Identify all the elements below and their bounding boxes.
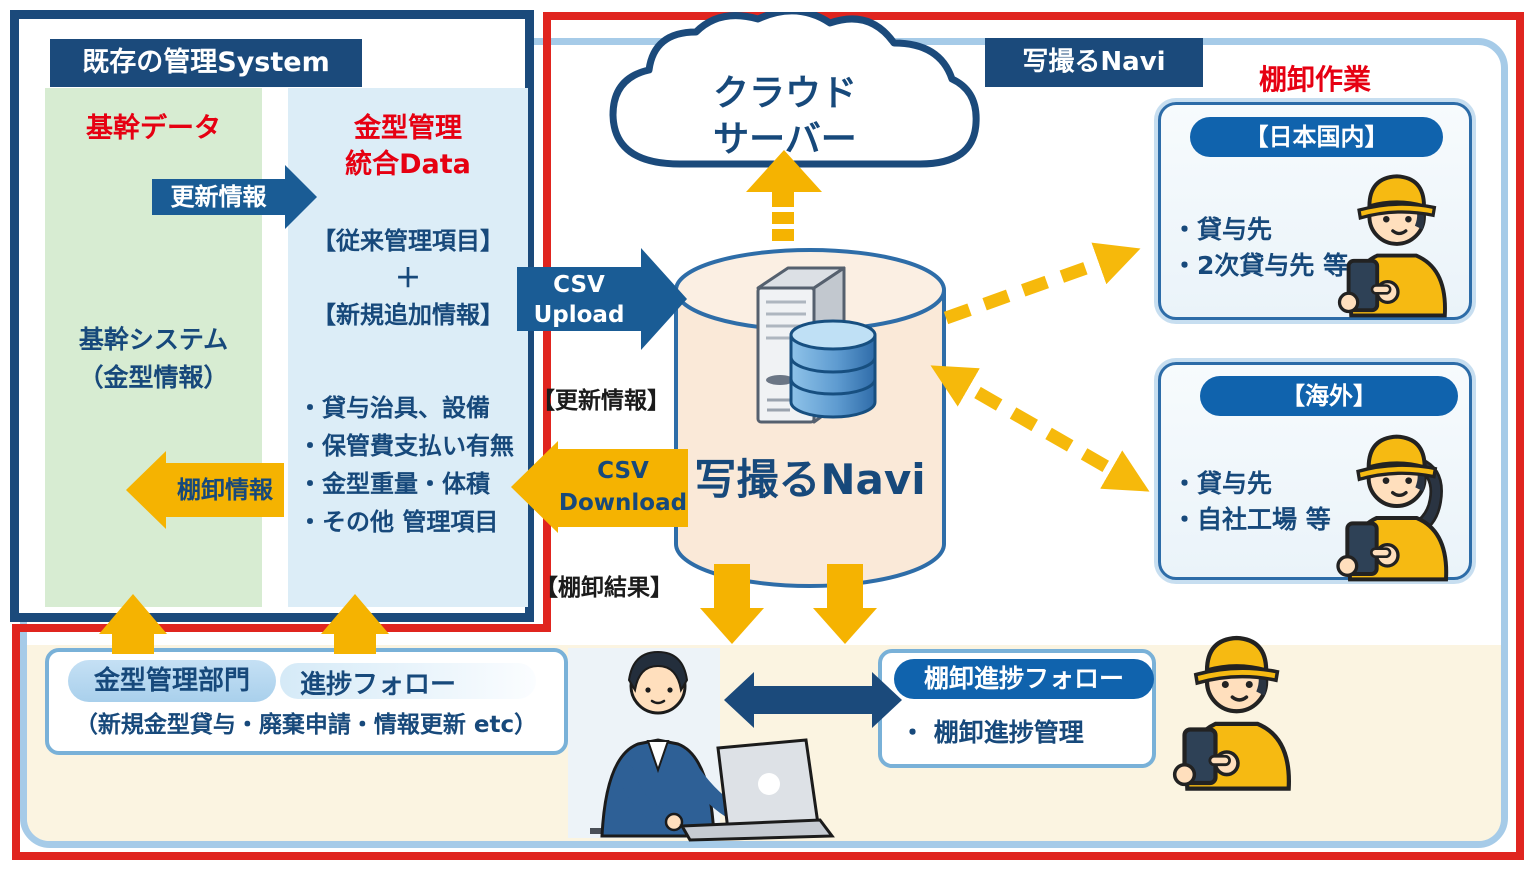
csv-upload-arrow-head-icon	[641, 248, 687, 350]
navi-db-label: 写撮るNavi	[694, 455, 926, 504]
up-arrow-mold-body	[334, 632, 376, 654]
cloud-upload-arrow-stem	[772, 191, 794, 207]
overseas-pill: 【海外】	[1200, 376, 1458, 416]
inventory-result-label: 【棚卸結果】	[535, 575, 673, 601]
down-arrow-1-icon	[700, 608, 764, 644]
core-system-line2: （金型情報）	[78, 363, 229, 392]
down-arrow-2-body	[827, 564, 863, 608]
inventory-arrow-head-icon	[126, 451, 166, 529]
cloud-upload-arrow-icon	[746, 150, 822, 192]
up-arrow-core-icon	[99, 594, 167, 634]
worker-icon-overseas	[1336, 434, 1449, 582]
double-arrow-body	[754, 686, 872, 714]
core-data-title: 基幹データ	[86, 113, 221, 144]
navi-header: 写撮るNavi	[985, 38, 1203, 87]
database-icon	[789, 319, 877, 419]
office-worker-laptop-icon	[568, 648, 835, 842]
dept-detail: （新規金型貸与・廃棄申請・情報更新 etc）	[74, 712, 538, 738]
cloud-icon	[609, 12, 980, 168]
up-arrow-core-body	[112, 632, 154, 654]
down-arrow-2-icon	[813, 608, 877, 644]
mold-data-title-line2: 統合Data	[345, 149, 471, 180]
cloud-upload-arrow-dash	[772, 212, 794, 224]
plus-sign: ＋	[394, 264, 421, 294]
legacy-system-title: 既存の管理System	[50, 39, 362, 87]
down-arrow-1-body	[714, 564, 750, 608]
overseas-item-2: ・自社工場 等	[1172, 505, 1331, 534]
overseas-item-1: ・貸与先	[1172, 469, 1273, 498]
japan-pill: 【日本国内】	[1190, 117, 1443, 157]
csv-download-arrow-head-icon	[511, 441, 558, 533]
japan-item-1: ・貸与先	[1172, 215, 1273, 244]
update-info-label: 【更新情報】	[532, 388, 670, 414]
mold-item-3: ・金型重量・体積	[298, 470, 490, 498]
mold-item-4: ・その他 管理項目	[298, 508, 499, 536]
update-arrow: 更新情報	[152, 179, 285, 215]
update-arrow-head-icon	[285, 165, 317, 229]
up-arrow-mold-icon	[321, 594, 389, 634]
legacy-items-label: 【従来管理項目】	[312, 227, 504, 255]
double-arrow-left-head-icon	[724, 672, 754, 728]
inventory-work-title: 棚卸作業	[1258, 63, 1371, 96]
worker-icon-field	[1172, 635, 1291, 791]
csv-download-line1: CSV	[597, 458, 649, 484]
mold-item-2: ・保管費支払い有無	[298, 432, 514, 460]
progress-item: ・ 棚卸進捗管理	[900, 718, 1084, 747]
core-system-line1: 基幹システム	[78, 325, 229, 354]
mold-item-1: ・貸与治具、設備	[298, 394, 490, 422]
progress-pill: 棚卸進捗フォロー	[894, 659, 1154, 699]
new-items-label: 【新規追加情報】	[312, 301, 504, 329]
csv-download-line2: Download	[558, 490, 688, 516]
inventory-arrow: 棚卸情報	[166, 463, 284, 517]
worker-icon-japan	[1337, 174, 1447, 318]
cloud-upload-arrow-dash	[772, 229, 794, 241]
dept-follow-label: 進捗フォロー	[300, 670, 457, 700]
dept-follow-strip	[280, 663, 536, 699]
mold-data-title-line1: 金型管理	[354, 113, 462, 144]
csv-download-arrow: CSV Download	[558, 449, 688, 527]
csv-upload-line1: CSV	[553, 272, 605, 298]
mold-data-panel	[288, 88, 528, 607]
japan-item-2: ・2次貸与先 等	[1172, 251, 1349, 280]
cloud-label-line1: クラウド	[712, 73, 857, 114]
csv-upload-line2: Upload	[533, 302, 625, 328]
dept-pill: 金型管理部門	[68, 660, 276, 702]
csv-upload-arrow: CSV Upload	[517, 267, 641, 331]
